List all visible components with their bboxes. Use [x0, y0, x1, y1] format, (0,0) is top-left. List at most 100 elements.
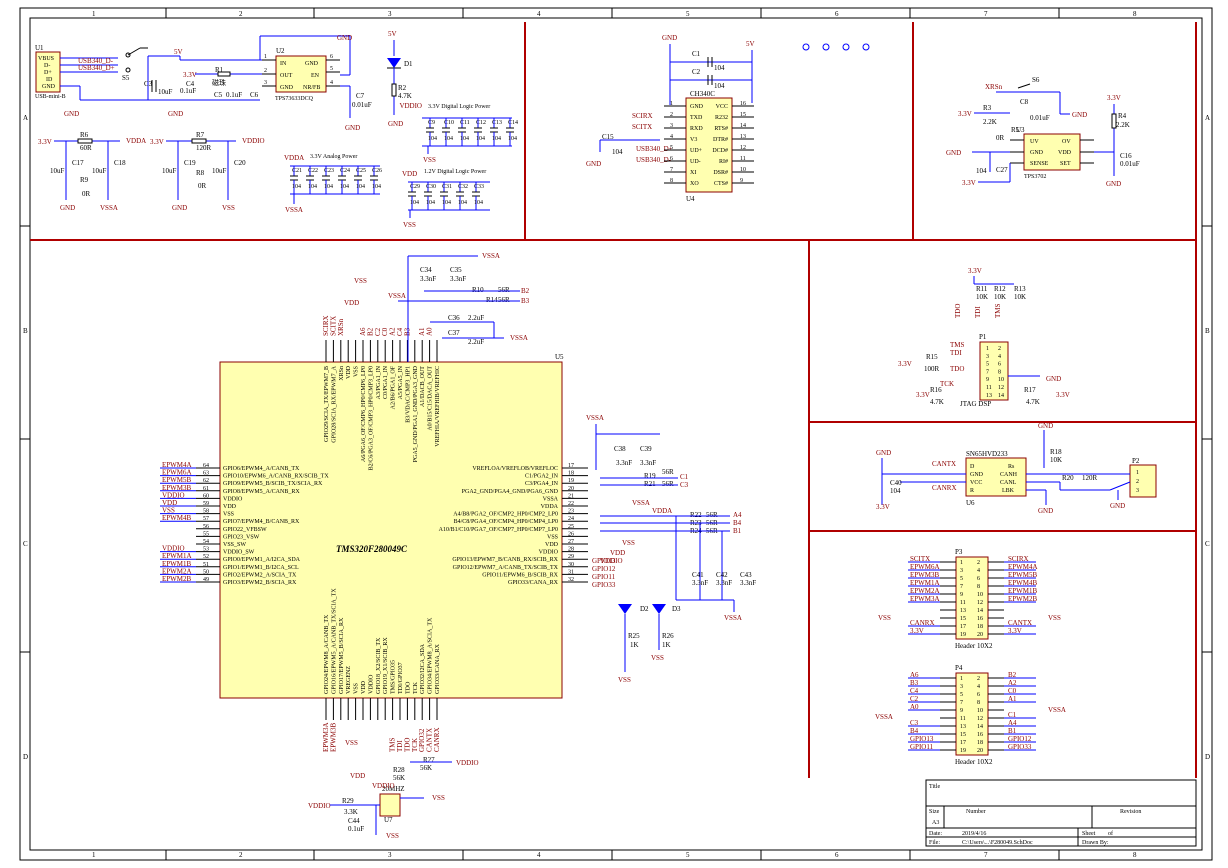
decoupling-title: 3.3V Digital Logic Power — [428, 104, 490, 110]
mcu-pin-name: GPIO17/EPWM5_B/SCIA_RX — [339, 617, 345, 694]
cap-val: 104 — [356, 184, 365, 190]
c7-ref: C7 — [356, 92, 365, 100]
p2-ref: P2 — [1132, 457, 1140, 465]
c41-ref: C41 — [692, 571, 704, 579]
d2-ref: D2 — [640, 605, 649, 613]
mcu-pin-number: 61 — [203, 486, 209, 492]
row-label: D — [1205, 753, 1210, 761]
mcu-pin-name: A6/PGA6_OF/CMP6_HP0/CMP6_LP0 — [361, 366, 367, 462]
header-net-label: A6 — [910, 671, 919, 679]
header-net-label: C1 — [1008, 711, 1017, 719]
col-label: 3 — [388, 851, 392, 859]
mcu-net-label: EPWM3B — [329, 723, 337, 753]
mcu-pin-name: VSS_SW — [223, 542, 246, 548]
ch340-section: GND 5V C1 104 C2 104 CH340C U4 SCIRX SCI… — [586, 34, 755, 203]
header-pin-number: 18 — [977, 624, 983, 630]
row-labels: A B C D A B C D — [23, 114, 1210, 761]
jtag-pin-number: 14 — [998, 393, 1004, 399]
cap-val: 104 — [444, 136, 453, 142]
r14-val: 56R — [498, 296, 510, 304]
header-net-label: 3.3V — [1008, 627, 1022, 635]
c5-val: 0.1uF — [226, 91, 242, 99]
cap-val: 104 — [428, 136, 437, 142]
jtag-pin-number: 8 — [998, 369, 1001, 375]
jtag-name: JTAG DSP — [960, 400, 991, 408]
svg-text:2: 2 — [1136, 479, 1139, 485]
c37-val: 2.2uF — [468, 338, 484, 346]
mcu-pin-name: VSS — [223, 512, 234, 518]
mcu-net-label: EPWM4A — [162, 461, 192, 469]
ch340-pin-number: 1 — [670, 101, 673, 107]
c43-ref: C43 — [740, 571, 752, 579]
svg-text:1: 1 — [264, 54, 267, 60]
vssa-label: VSSA — [285, 206, 303, 214]
net-c3: C3 — [680, 481, 689, 489]
ch340-pin-number: 14 — [740, 123, 746, 129]
jtag-connector — [979, 341, 1009, 401]
net-b4: B4 — [733, 519, 742, 527]
header-net-label: GPIO12 — [1008, 735, 1032, 743]
c44-val: 0.1uF — [348, 825, 364, 833]
vss-label: VSS — [651, 654, 664, 662]
title-label: Title — [929, 784, 940, 790]
vss-label: VSS — [622, 539, 635, 547]
crystal-chip — [379, 793, 401, 817]
svg-text:6: 6 — [330, 54, 333, 60]
d1-ref: D1 — [404, 60, 413, 68]
net-b2: B2 — [521, 287, 530, 295]
mcu-pin-number: 63 — [203, 471, 209, 477]
mcu-pin-number: 64 — [203, 463, 209, 469]
col-label: 4 — [537, 851, 541, 859]
mcu-net-label: CANRX — [433, 727, 441, 752]
r7-resistor — [191, 138, 207, 144]
rail-vdda: VDDA — [284, 154, 304, 162]
power-3v3: 3.3V — [38, 138, 52, 146]
row-label: B — [23, 327, 28, 335]
mcu-net-label: VDDIO — [162, 491, 185, 499]
col-label: 5 — [686, 10, 690, 18]
vss-label: VSS — [222, 204, 235, 212]
cap-val: 104 — [460, 136, 469, 142]
mcu-pin-name: GPIO32/I2CA_SDA — [420, 643, 426, 694]
mcu-pin-name: VSSA — [543, 496, 559, 502]
mcu-net-label: C2 — [374, 327, 382, 336]
cap-ref: C32 — [458, 184, 468, 190]
jtag-pin-number: 1 — [986, 346, 989, 352]
vss-label: VSS — [423, 156, 436, 164]
header4-name: Header 10X2 — [955, 758, 993, 766]
ch340-chip — [685, 97, 733, 193]
svg-text:5: 5 — [330, 66, 333, 72]
r1-val: 磁珠 — [212, 78, 226, 87]
vss-label: VSS — [345, 739, 358, 747]
mcu-pin-name: TDI/GPIO37 — [398, 662, 404, 694]
cap-val: 104 — [292, 184, 301, 190]
header-pin-number: 14 — [977, 724, 983, 730]
header-net-label: A0 — [910, 703, 919, 711]
mcu-pin-name: C3/PGA4_IN — [525, 481, 559, 487]
col-label: 8 — [1133, 851, 1137, 859]
mcu-pin-number: 20 — [568, 486, 574, 492]
col-label: 7 — [984, 10, 988, 18]
mcu-pin-name: PGA5_GND/PGA1_GND/PGA3_GND — [413, 365, 419, 462]
title-block-frame — [925, 779, 1197, 847]
header-pin-number: 5 — [960, 692, 963, 698]
net-scirx: SCIRX — [632, 112, 653, 120]
r14-ref: R14 — [486, 296, 498, 304]
column-labels-bottom: 1 2 3 4 5 6 7 8 — [92, 851, 1137, 859]
cap-val: 104 — [324, 184, 333, 190]
mcu-pin-name: GPIO2/EPWM2_A/SCIA_TX — [223, 572, 297, 578]
gnd-label: GND — [64, 110, 79, 118]
header-pin-number: 14 — [977, 608, 983, 614]
r25-val: 1K — [630, 641, 639, 649]
mcu-pin-number: 19 — [568, 478, 574, 484]
header3-name: Header 10X2 — [955, 642, 993, 650]
cap-val: 104 — [340, 184, 349, 190]
header-pin-number: 10 — [977, 708, 983, 714]
mcu-pin-number: 25 — [568, 524, 574, 530]
ch340-pin-name: XI — [690, 170, 696, 176]
r3-ref: R3 — [983, 104, 992, 112]
col-label: 1 — [92, 10, 96, 18]
mcu-pin-name: GPIO13/EPWM7_B/CANB_RX/SCIB_RX — [452, 557, 558, 563]
net-usb-dp: USB340_D+ — [636, 145, 673, 153]
